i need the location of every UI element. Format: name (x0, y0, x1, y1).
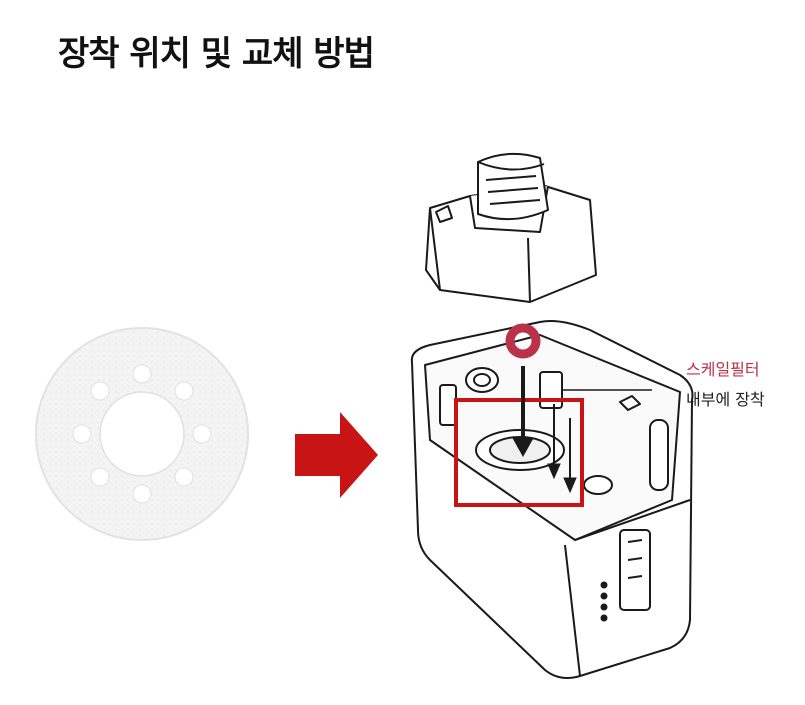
right-arrow-icon (295, 412, 378, 498)
callout-label: 스케일필터 (686, 360, 760, 379)
humidifier-base-illustration (410, 320, 694, 679)
scale-filter-ring (505, 323, 541, 359)
filter-location-highlight (454, 398, 584, 507)
callout-sublabel: 내부에 장착 (686, 390, 765, 409)
insertion-arrows (512, 366, 577, 494)
water-tank-lid-illustration (425, 152, 597, 303)
scale-filter-disc (35, 327, 249, 541)
page-title: 장착 위치 및 교체 방법 (58, 34, 375, 74)
